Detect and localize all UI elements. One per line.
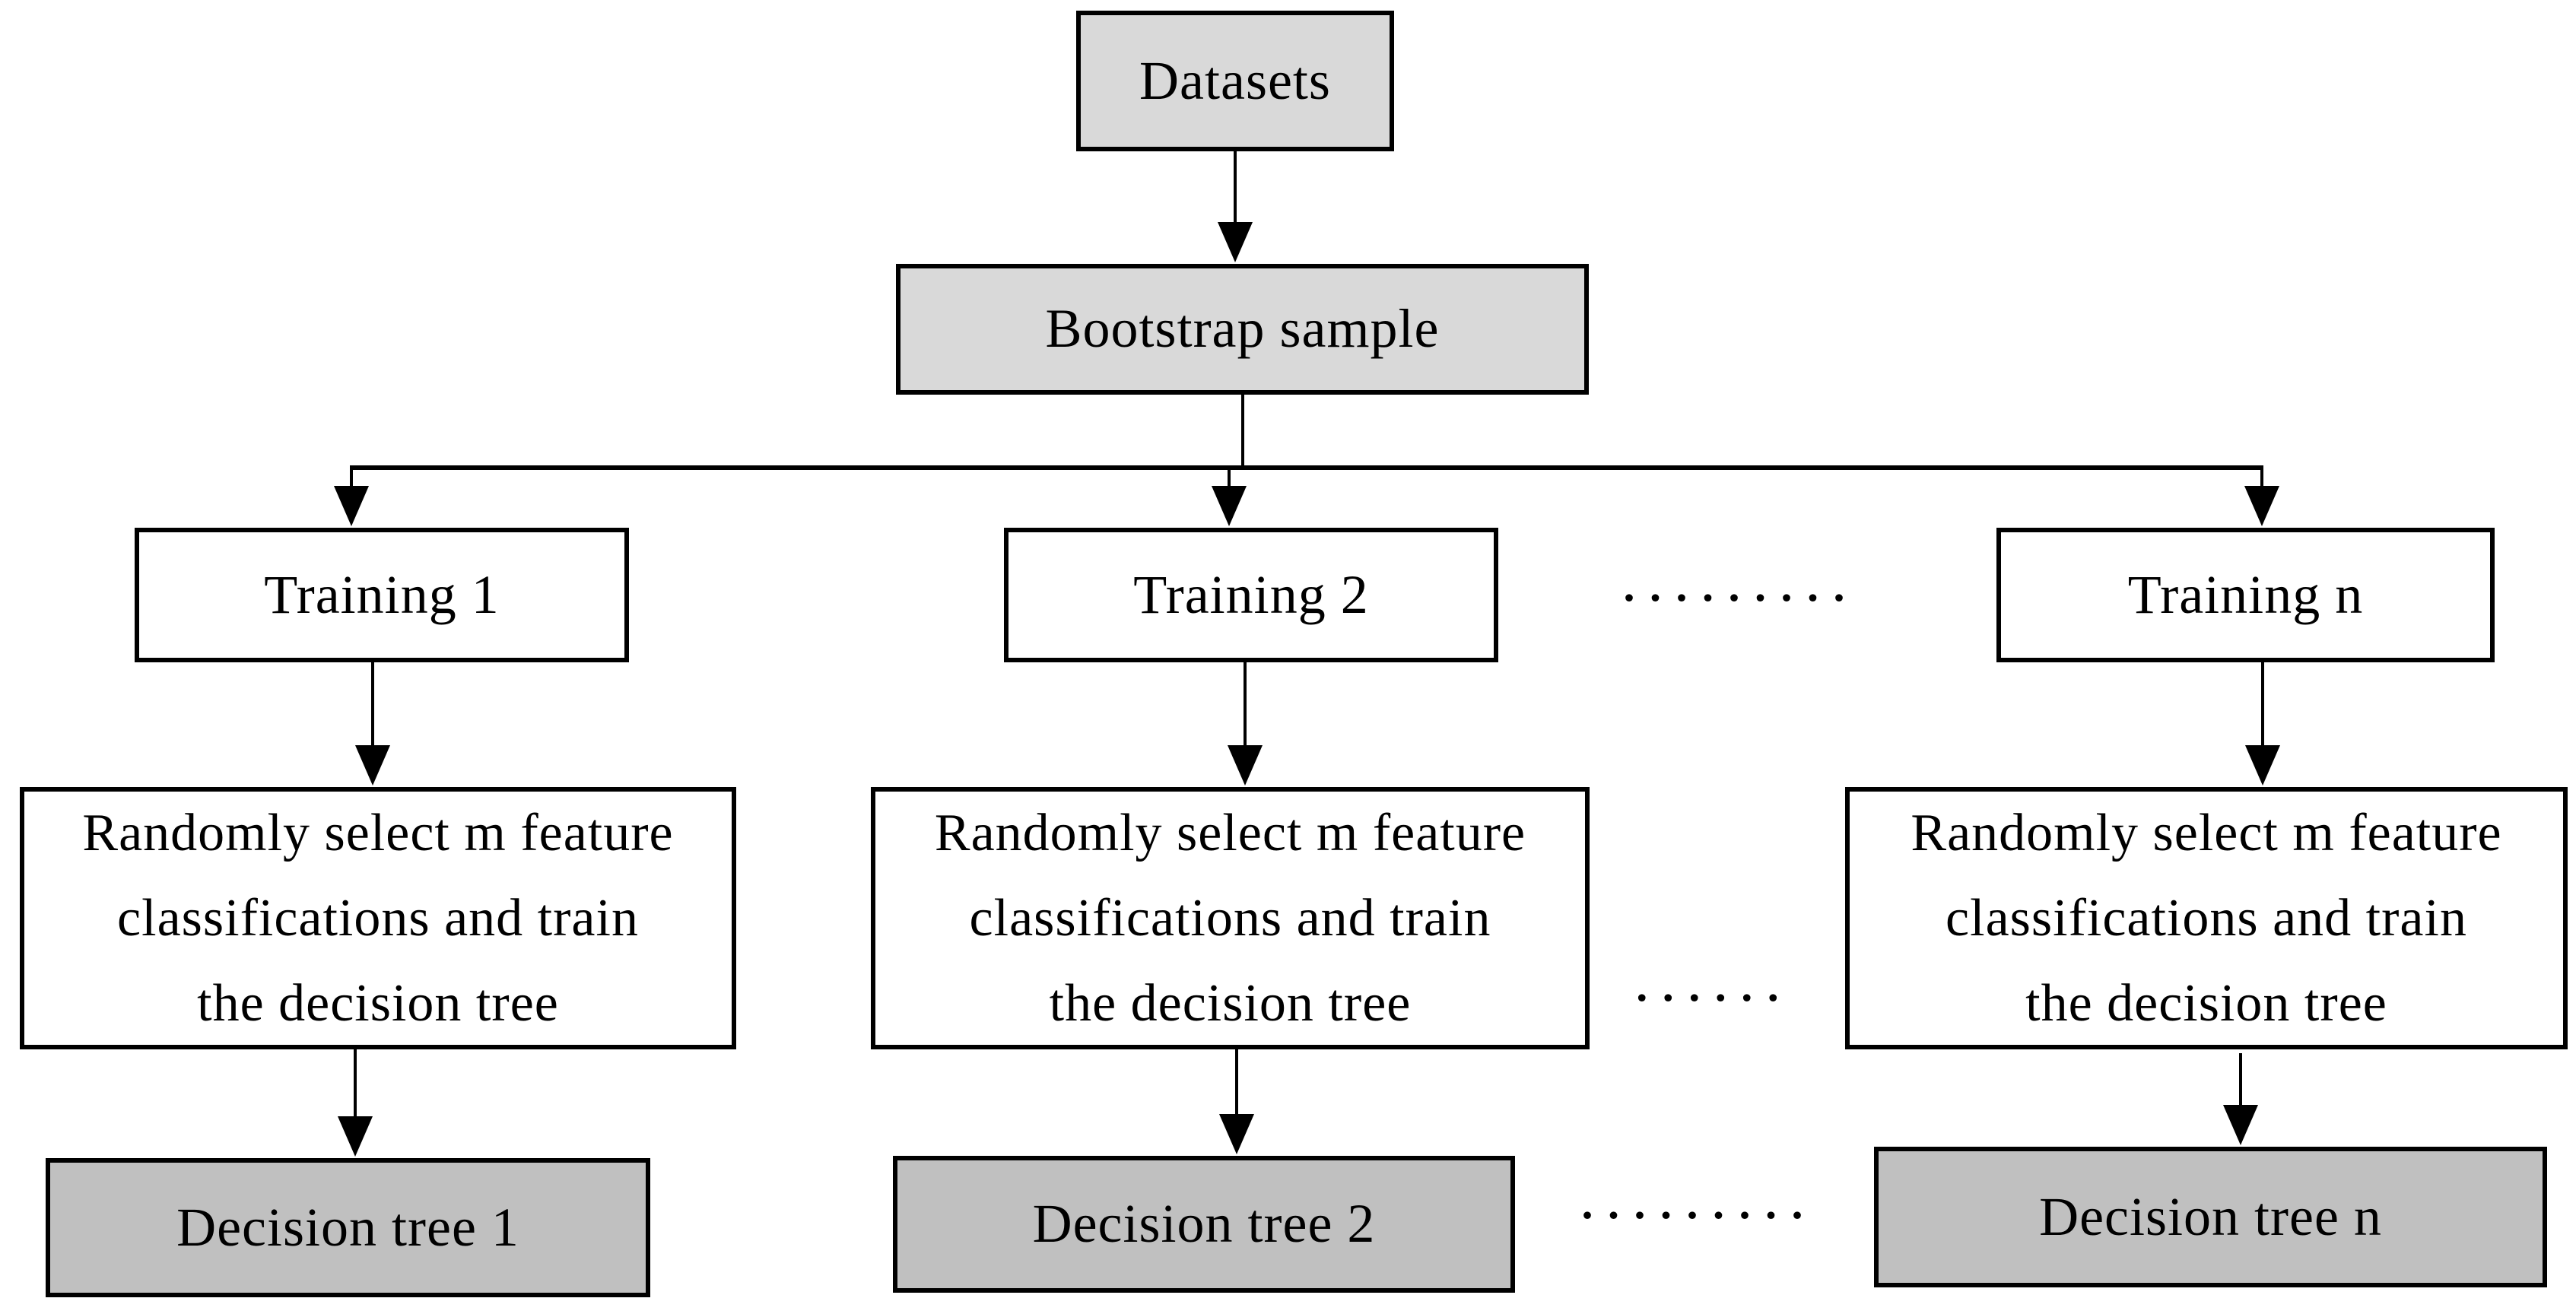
ellipsis-decision-row: ......... bbox=[1579, 1163, 1816, 1232]
decision-tree-1-node: Decision tree 1 bbox=[46, 1158, 650, 1297]
arrow-feature1-to-dt1 bbox=[338, 1049, 373, 1157]
feature-text-line: the decision tree bbox=[197, 973, 559, 1033]
decision-tree-n-node: Decision tree n bbox=[1874, 1147, 2547, 1287]
feature-text-line: classifications and train bbox=[969, 888, 1491, 947]
arrow-feature3-to-dt3 bbox=[2223, 1053, 2258, 1145]
ellipsis-feature-row: ...... bbox=[1634, 945, 1792, 1014]
arrow-feature2-to-dt2 bbox=[1219, 1049, 1254, 1154]
decision-tree-2-node: Decision tree 2 bbox=[893, 1156, 1515, 1293]
arrow-training1-to-feature1 bbox=[355, 662, 390, 786]
training-1-node: Training 1 bbox=[135, 528, 629, 662]
arrow-to-training-n bbox=[2244, 465, 2279, 526]
feature-text-line: the decision tree bbox=[2025, 973, 2387, 1033]
bootstrap-sample-node: Bootstrap sample bbox=[896, 264, 1589, 395]
feature-text-line: classifications and train bbox=[1945, 888, 2467, 947]
feature-selection-2-node: Randomly select m feature classification… bbox=[871, 787, 1590, 1049]
feature-selection-n-node: Randomly select m feature classification… bbox=[1845, 787, 2568, 1049]
bootstrap-distribution-line bbox=[351, 395, 2262, 470]
training-2-node: Training 2 bbox=[1004, 528, 1498, 662]
arrow-trainingN-to-feature3 bbox=[2245, 662, 2280, 786]
ellipsis-training-row: ......... bbox=[1621, 545, 1858, 614]
feature-text-line: Randomly select m feature bbox=[1911, 803, 2502, 862]
arrow-to-training-1 bbox=[334, 465, 369, 526]
feature-text-line: the decision tree bbox=[1049, 973, 1412, 1033]
feature-text-line: classifications and train bbox=[117, 888, 639, 947]
feature-selection-1-node: Randomly select m feature classification… bbox=[20, 787, 736, 1049]
arrow-training2-to-feature2 bbox=[1228, 662, 1263, 786]
arrow-to-training-2 bbox=[1212, 465, 1247, 526]
datasets-node: Datasets bbox=[1076, 11, 1394, 151]
feature-text-line: Randomly select m feature bbox=[934, 803, 1526, 862]
arrow-datasets-to-bootstrap bbox=[1218, 151, 1253, 262]
training-n-node: Training n bbox=[1996, 528, 2495, 662]
feature-text-line: Randomly select m feature bbox=[82, 803, 674, 862]
